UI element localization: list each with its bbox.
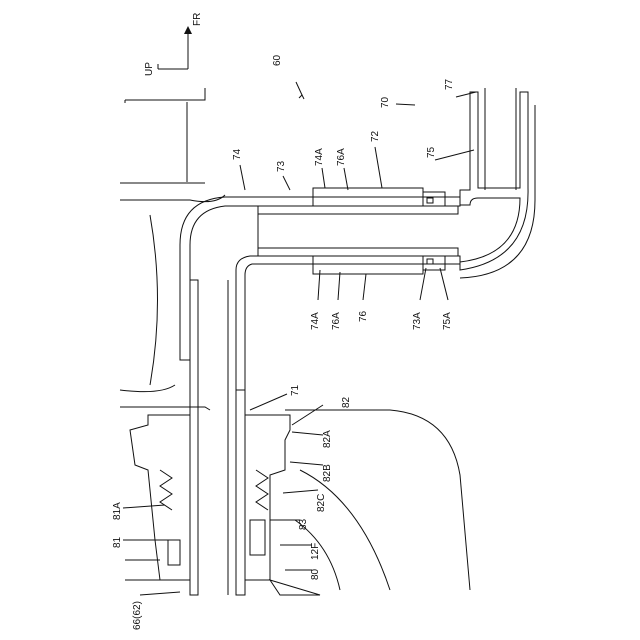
callout-70: 70 xyxy=(380,96,391,108)
callout-12F: 12F xyxy=(310,543,321,560)
label-up: UP xyxy=(144,62,155,76)
bent-pipe-74 xyxy=(180,197,460,390)
callout-74A-bottom: 74A xyxy=(310,312,321,330)
callout-82C: 82C xyxy=(316,494,327,512)
callout-82A: 82A xyxy=(322,430,333,448)
callout-82: 82 xyxy=(341,396,352,408)
callout-74: 74 xyxy=(232,148,243,160)
elbow-pipe-75 xyxy=(460,88,535,278)
callout-76: 76 xyxy=(358,310,369,322)
callout-75: 75 xyxy=(426,146,437,158)
lower-left-assembly xyxy=(125,415,190,580)
callout-73: 73 xyxy=(276,160,287,172)
callout-77: 77 xyxy=(444,78,455,90)
inner-pipe-71 xyxy=(190,280,245,595)
callout-83: 83 xyxy=(298,518,309,530)
callout-80: 80 xyxy=(310,568,321,580)
callout-60: 60 xyxy=(272,54,283,66)
callout-82B: 82B xyxy=(322,464,333,482)
callout-72: 72 xyxy=(370,130,381,142)
callout-labels: 60 70 77 74 73 74A 76A 72 75 74A 76A 76 … xyxy=(112,54,455,630)
orientation-indicator: FR UP xyxy=(144,13,203,76)
coupling-76 xyxy=(313,188,445,274)
callout-76A-bottom: 76A xyxy=(331,312,342,330)
callout-75A: 75A xyxy=(442,312,453,330)
callout-66-62: 66(62) xyxy=(132,601,143,630)
pipe-73 xyxy=(258,206,458,256)
arrow-up-icon xyxy=(184,26,192,34)
lower-right-assembly xyxy=(245,410,470,595)
label-fr: FR xyxy=(192,13,203,26)
callout-73A: 73A xyxy=(412,312,423,330)
callout-81A: 81A xyxy=(112,502,123,520)
callout-81: 81 xyxy=(112,536,123,548)
callout-76A-top: 76A xyxy=(336,148,347,166)
callout-74A-top: 74A xyxy=(314,148,325,166)
callout-71: 71 xyxy=(290,384,301,396)
leader-lines xyxy=(123,82,476,595)
upper-frame xyxy=(120,88,225,410)
